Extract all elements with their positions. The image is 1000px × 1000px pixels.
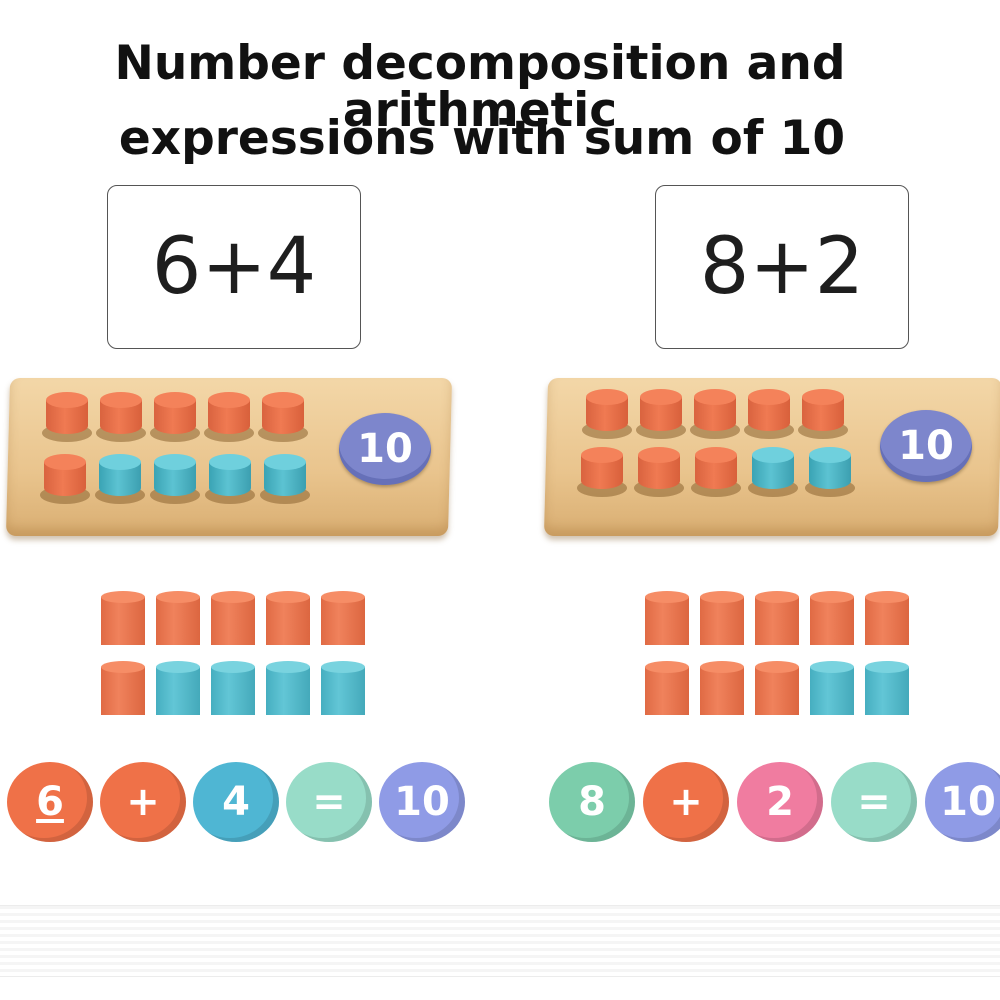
right-loose-cylinder <box>810 661 854 715</box>
left-loose-cylinder <box>101 591 145 645</box>
left-board-peg <box>40 454 90 504</box>
left-board-peg <box>150 392 200 442</box>
right-board-peg <box>798 389 848 439</box>
right-loose-cylinder <box>865 591 909 645</box>
right-board-peg <box>577 447 627 497</box>
equation-card-left: 6+4 <box>107 185 361 349</box>
right-board-peg <box>691 447 741 497</box>
right-board-peg <box>805 447 855 497</box>
coin-label: + <box>669 779 703 825</box>
coin-label: 6 <box>36 779 64 825</box>
left-board-peg <box>96 392 146 442</box>
right-loose-cylinder <box>755 591 799 645</box>
left-board-peg <box>258 392 308 442</box>
left-board-peg <box>205 454 255 504</box>
left-loose-cylinder <box>156 591 200 645</box>
right-board-peg <box>748 447 798 497</box>
right-coin: = <box>831 762 917 842</box>
right-loose-cylinder <box>865 661 909 715</box>
coin-label: = <box>312 779 346 825</box>
left-board-peg <box>260 454 310 504</box>
left-board-peg <box>42 392 92 442</box>
left-loose-cylinder <box>211 661 255 715</box>
left-loose-cylinder <box>266 661 310 715</box>
right-coin: 8 <box>549 762 635 842</box>
coin-label: 10 <box>940 779 996 825</box>
left-coin: 6 <box>7 762 93 842</box>
left-board-peg <box>150 454 200 504</box>
right-loose-cylinder <box>645 661 689 715</box>
left-loose-cylinder <box>321 591 365 645</box>
left-loose-cylinder <box>321 661 365 715</box>
coin-label: + <box>126 779 160 825</box>
left-loose-cylinder <box>211 591 255 645</box>
board-total-disc-left: 10 <box>339 413 431 485</box>
right-loose-cylinder <box>700 591 744 645</box>
right-loose-cylinder <box>645 591 689 645</box>
right-coin: + <box>643 762 729 842</box>
right-board-peg <box>744 389 794 439</box>
right-loose-cylinder <box>700 661 744 715</box>
title-line-2: expressions with sum of 10 <box>118 111 846 166</box>
left-board-peg <box>95 454 145 504</box>
bottom-strip <box>0 905 1000 977</box>
right-coin: 10 <box>925 762 1000 842</box>
right-board-peg <box>634 447 684 497</box>
coin-label: 8 <box>578 779 606 825</box>
left-coin: 4 <box>193 762 279 842</box>
equation-card-right: 8+2 <box>655 185 909 349</box>
right-coin: 2 <box>737 762 823 842</box>
right-loose-cylinder <box>755 661 799 715</box>
left-loose-cylinder <box>156 661 200 715</box>
coin-label: 2 <box>766 779 794 825</box>
coin-label: = <box>857 779 891 825</box>
left-loose-cylinder <box>101 661 145 715</box>
right-board-peg <box>582 389 632 439</box>
left-coin: + <box>100 762 186 842</box>
left-coin: = <box>286 762 372 842</box>
right-board-peg <box>636 389 686 439</box>
left-board-peg <box>204 392 254 442</box>
left-coin: 10 <box>379 762 465 842</box>
coin-label: 10 <box>394 779 450 825</box>
title-line-1: Number decomposition and arithmetic <box>114 36 846 138</box>
board-total-disc-right: 10 <box>880 410 972 482</box>
right-board-peg <box>690 389 740 439</box>
left-loose-cylinder <box>266 591 310 645</box>
right-loose-cylinder <box>810 591 854 645</box>
coin-label: 4 <box>222 779 250 825</box>
